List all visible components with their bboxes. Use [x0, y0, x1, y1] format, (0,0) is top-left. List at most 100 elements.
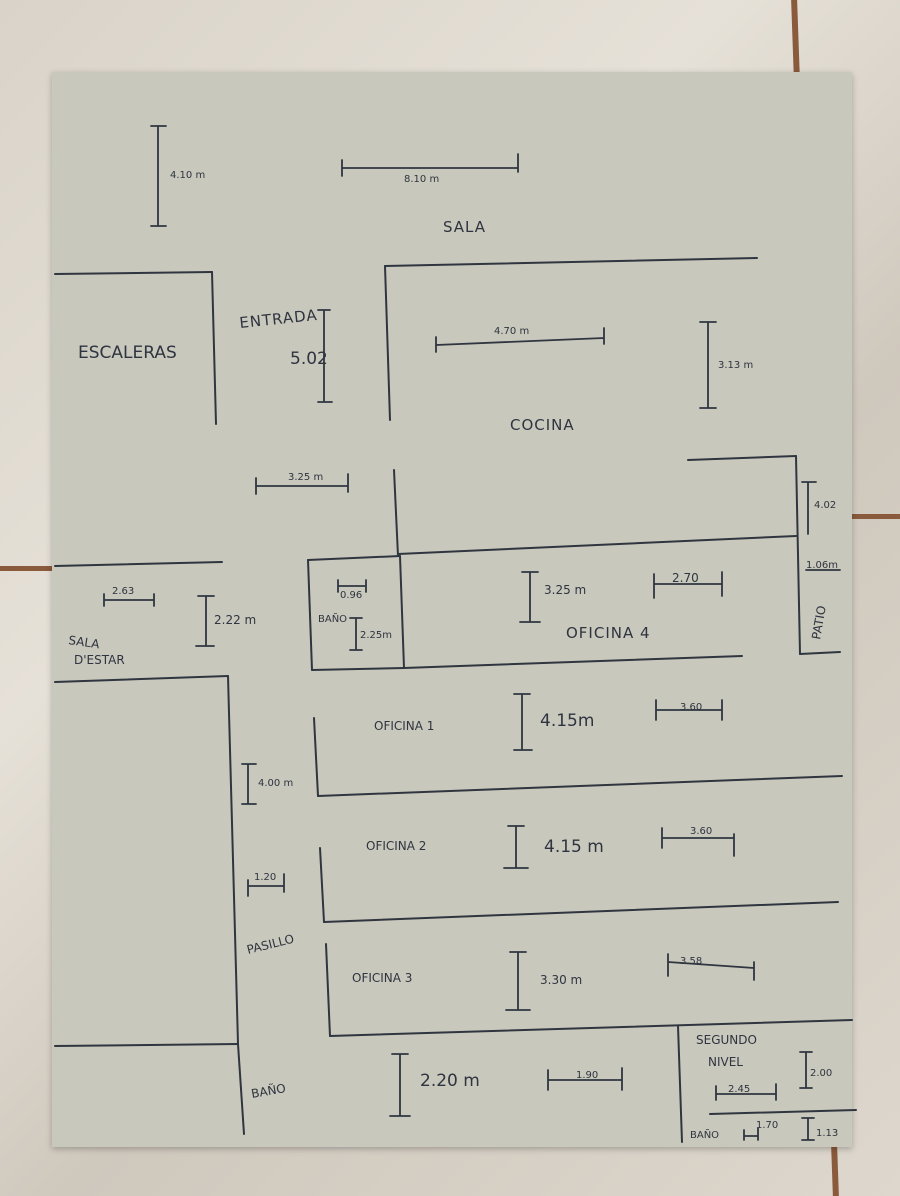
dim-pasillo-w: [247, 873, 285, 897]
dim-segundo-w: [715, 1083, 777, 1101]
label-escaleras: ESCALERAS: [78, 343, 177, 363]
dim-of3-w: [667, 953, 755, 981]
dim-of3-h: [505, 951, 531, 1011]
wall-of1-bottom: [317, 775, 843, 797]
dim-sala-w: [341, 153, 519, 177]
dim-label-bano-bottom-h: 2.20 m: [420, 1071, 480, 1091]
dim-label-patio-h: 4.02: [814, 500, 836, 511]
label-sala-estar-2: D'ESTAR: [74, 653, 125, 667]
wall-of3-bottom: [329, 1019, 853, 1037]
label-nivel: NIVEL: [708, 1055, 743, 1069]
dim-label-cocina-h: 3.13 m: [718, 360, 753, 371]
dim-bano-bottom-h: [389, 1053, 411, 1117]
dim-cocina-w: [435, 327, 605, 353]
wall-bano-left: [307, 559, 313, 671]
dim-label-of3-h: 3.30 m: [540, 973, 582, 987]
dim-label-of4-h: 3.25 m: [544, 583, 586, 597]
dim-corner-w: [743, 1127, 759, 1141]
wall-bano-bottom: [311, 667, 405, 671]
dim-of2-h: [503, 825, 529, 869]
label-oficina-4: OFICINA 4: [566, 624, 651, 642]
wall-pasillo-left: [227, 675, 239, 1045]
dim-label-estar-w: 2.63: [112, 586, 134, 597]
dim-label-bano-h: 2.25m: [360, 630, 392, 641]
label-oficina-3: OFICINA 3: [352, 971, 412, 985]
dim-label-of3-w: 3.58: [680, 956, 702, 967]
label-oficina-2: OFICINA 2: [366, 839, 426, 853]
label-bano-small: BAÑO: [318, 612, 347, 625]
wall-left-bottom: [54, 1043, 239, 1047]
wall-of3-left: [325, 943, 331, 1037]
dim-estar-w: [103, 593, 155, 607]
dim-bano-h: [349, 617, 363, 651]
wall-bano-right: [399, 555, 405, 669]
wall-of1-left: [313, 717, 319, 797]
dim-estar-h: [195, 595, 215, 647]
wall-estar-top: [54, 561, 223, 567]
dim-label-segundo-w: 2.45: [728, 1084, 750, 1095]
room-labels: SALA ESCALERAS ENTRADA COCINA SALA D'EST…: [68, 218, 829, 1141]
dim-label-pasillo-w: 1.20: [254, 872, 276, 883]
label-sala: SALA: [443, 218, 486, 236]
dimension-marks: [103, 125, 841, 1141]
wall-segundo-left: [677, 1025, 683, 1143]
label-bano-corner: BAÑO: [690, 1128, 719, 1141]
dim-label-patio-w: 1.06m: [806, 560, 838, 571]
dim-patio-h: [801, 481, 817, 535]
wall-escaleras-right: [211, 271, 217, 425]
dim-label-cocina-w: 4.70 m: [494, 326, 529, 337]
wall-cocina-top: [384, 257, 758, 267]
dimension-labels: 4.10 m 8.10 m 5.02 4.70 m 3.13 m 3.25 m …: [112, 170, 838, 1139]
dim-corner-h: [801, 1117, 815, 1141]
dim-label-bano-w: 0.96: [340, 590, 362, 601]
dim-label-segundo-h: 2.00: [810, 1068, 832, 1079]
wall-pasillo-left-lower: [237, 1043, 245, 1135]
floor-tile-grout-mid: [848, 514, 900, 519]
wall-patio-top: [687, 455, 797, 461]
dim-of1-w: [655, 699, 723, 721]
wall-escaleras-top: [54, 271, 213, 275]
dim-label-sala-w: 8.10 m: [404, 174, 439, 185]
dim-pasillo-h: [241, 763, 257, 805]
label-sala-estar-1: SALA: [68, 633, 102, 651]
dim-label-of2-w: 3.60: [690, 826, 712, 837]
floor-tile-grout-left: [0, 566, 60, 571]
dim-label-hall-w: 3.25 m: [288, 472, 323, 483]
dim-of4-h: [519, 571, 541, 623]
dim-cocina-h: [699, 321, 717, 409]
wall-of4-top: [397, 535, 797, 555]
dim-of4-w: [653, 571, 723, 599]
label-entrada: ENTRADA: [239, 306, 319, 332]
wall-cocina-left: [384, 265, 391, 421]
label-oficina-1: OFICINA 1: [374, 719, 434, 733]
dim-hall-w: [255, 473, 349, 495]
wall-of4-bottom: [403, 655, 743, 669]
wall-estar-bottom: [54, 675, 229, 683]
wall-of2-bottom: [323, 901, 839, 923]
dim-label-of1-w: 3.60: [680, 702, 702, 713]
label-cocina: COCINA: [510, 416, 575, 434]
wall-corner-top: [709, 1109, 857, 1115]
dim-label-pasillo-h: 4.00 m: [258, 778, 293, 789]
wall-patio-left: [795, 455, 801, 655]
dim-of2-w: [661, 827, 735, 857]
label-segundo: SEGUNDO: [696, 1033, 757, 1047]
walls: [54, 257, 857, 1143]
dim-entrada-h: [317, 309, 333, 403]
dim-label-of2-h: 4.15 m: [544, 837, 604, 857]
dim-sala-h: [150, 125, 167, 227]
dim-label-of1-h: 4.15m: [540, 711, 594, 731]
wall-patio-bottom: [799, 651, 841, 655]
dim-label-of4-w: 2.70: [672, 571, 699, 585]
dim-bano-w: [337, 579, 367, 593]
dim-of1-h: [513, 693, 533, 751]
dim-label-corner-w: 1.70: [756, 1120, 778, 1131]
dim-label-corner-h: 1.13: [816, 1128, 838, 1139]
dim-label-estar-h: 2.22 m: [214, 613, 256, 627]
dim-label-entrada-h: 5.02: [290, 349, 328, 369]
dim-segundo-h: [799, 1051, 813, 1089]
paper-sheet: [52, 72, 852, 1147]
wall-cocina-left-lower: [393, 469, 399, 557]
label-patio: PATIO: [809, 605, 829, 641]
